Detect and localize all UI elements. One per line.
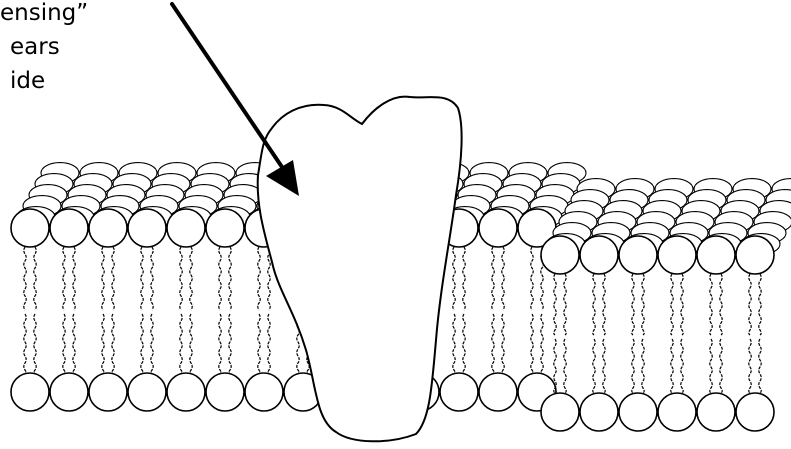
lipid-tail xyxy=(593,274,595,335)
lipid-tail xyxy=(190,314,192,373)
lipid-tail xyxy=(671,274,673,335)
lipid-tail xyxy=(603,339,605,393)
lipid-tail xyxy=(564,339,566,393)
lipid-tail xyxy=(73,247,75,310)
lipid-head-top xyxy=(697,236,735,274)
lipid-tail xyxy=(453,247,455,310)
lipid-head-top xyxy=(11,209,49,247)
lipid-tail xyxy=(710,274,712,335)
lipid-tail xyxy=(180,247,182,310)
lipid-tail xyxy=(593,339,595,393)
lipid-tail xyxy=(642,274,644,335)
lipid-tail xyxy=(268,314,270,373)
lipid-tail xyxy=(671,339,673,393)
lipid-tail xyxy=(681,339,683,393)
lipid-tail xyxy=(151,314,153,373)
lipid-head-bottom xyxy=(541,393,579,431)
lipid-tail xyxy=(681,274,683,335)
lipid-head-bottom xyxy=(619,393,657,431)
lipid-head-bottom xyxy=(580,393,618,431)
lipid-tail xyxy=(531,247,533,310)
lipid-tail xyxy=(632,274,634,335)
lipid-head-bottom xyxy=(440,373,478,411)
lipid-tail xyxy=(190,247,192,310)
lipid-tail xyxy=(229,247,231,310)
lipid-tail xyxy=(463,247,465,310)
lipid-tail xyxy=(453,314,455,373)
lipid-head-top xyxy=(50,209,88,247)
lipid-tail xyxy=(151,247,153,310)
lipid-tail xyxy=(102,314,104,373)
lipid-tail xyxy=(720,274,722,335)
lipid-head-top xyxy=(167,209,205,247)
lipid-tail xyxy=(34,247,36,310)
lipid-tail xyxy=(603,274,605,335)
lipid-head-top xyxy=(128,209,166,247)
lipid-tail xyxy=(112,314,114,373)
lipid-tail xyxy=(759,274,761,335)
lipid-head-bottom xyxy=(245,373,283,411)
lipid-head-bottom xyxy=(658,393,696,431)
lipid-tail xyxy=(502,314,504,373)
lipid-tail xyxy=(141,314,143,373)
lipid-head-bottom xyxy=(128,373,166,411)
lipid-tail xyxy=(710,339,712,393)
lipid-head-top xyxy=(619,236,657,274)
lipid-head-bottom xyxy=(89,373,127,411)
lipid-head-bottom xyxy=(206,373,244,411)
lipid-head-bottom xyxy=(479,373,517,411)
lipid-tail xyxy=(541,314,543,373)
lipid-head-top xyxy=(206,209,244,247)
lipid-tail xyxy=(720,339,722,393)
lipid-head-bottom xyxy=(736,393,774,431)
lipid-head-top xyxy=(541,236,579,274)
lipid-tail xyxy=(141,247,143,310)
lipid-head-bottom xyxy=(167,373,205,411)
lipid-tail xyxy=(34,314,36,373)
lipid-tail xyxy=(531,314,533,373)
lipid-tail xyxy=(258,247,260,310)
lipid-tail xyxy=(642,339,644,393)
lipid-head-top xyxy=(580,236,618,274)
lipid-tail xyxy=(219,247,221,310)
lipid-tail xyxy=(73,314,75,373)
lipid-tail xyxy=(749,274,751,335)
lipid-tail xyxy=(180,314,182,373)
lipid-tail xyxy=(229,314,231,373)
lipid-tail xyxy=(63,314,65,373)
lipid-tail xyxy=(554,274,556,335)
lipid-tail xyxy=(219,314,221,373)
lipid-tail xyxy=(112,247,114,310)
lipid-head-bottom xyxy=(697,393,735,431)
lipid-tail xyxy=(24,247,26,310)
lipid-tail xyxy=(632,339,634,393)
lipid-tail xyxy=(492,314,494,373)
membrane-right xyxy=(541,179,791,431)
lipid-head-bottom xyxy=(11,373,49,411)
lipid-tail xyxy=(564,274,566,335)
lipid-head-top xyxy=(89,209,127,247)
lipid-head-top xyxy=(658,236,696,274)
lipid-tail xyxy=(63,247,65,310)
lipid-head-top xyxy=(479,209,517,247)
lipid-head-top xyxy=(736,236,774,274)
lipid-tail xyxy=(492,247,494,310)
lipid-tail xyxy=(258,314,260,373)
lipid-tail xyxy=(502,247,504,310)
lipid-tail xyxy=(749,339,751,393)
lipid-tail xyxy=(463,314,465,373)
lipid-tail xyxy=(759,339,761,393)
lipid-tail xyxy=(102,247,104,310)
lipid-head-bottom xyxy=(50,373,88,411)
lipid-tail xyxy=(24,314,26,373)
